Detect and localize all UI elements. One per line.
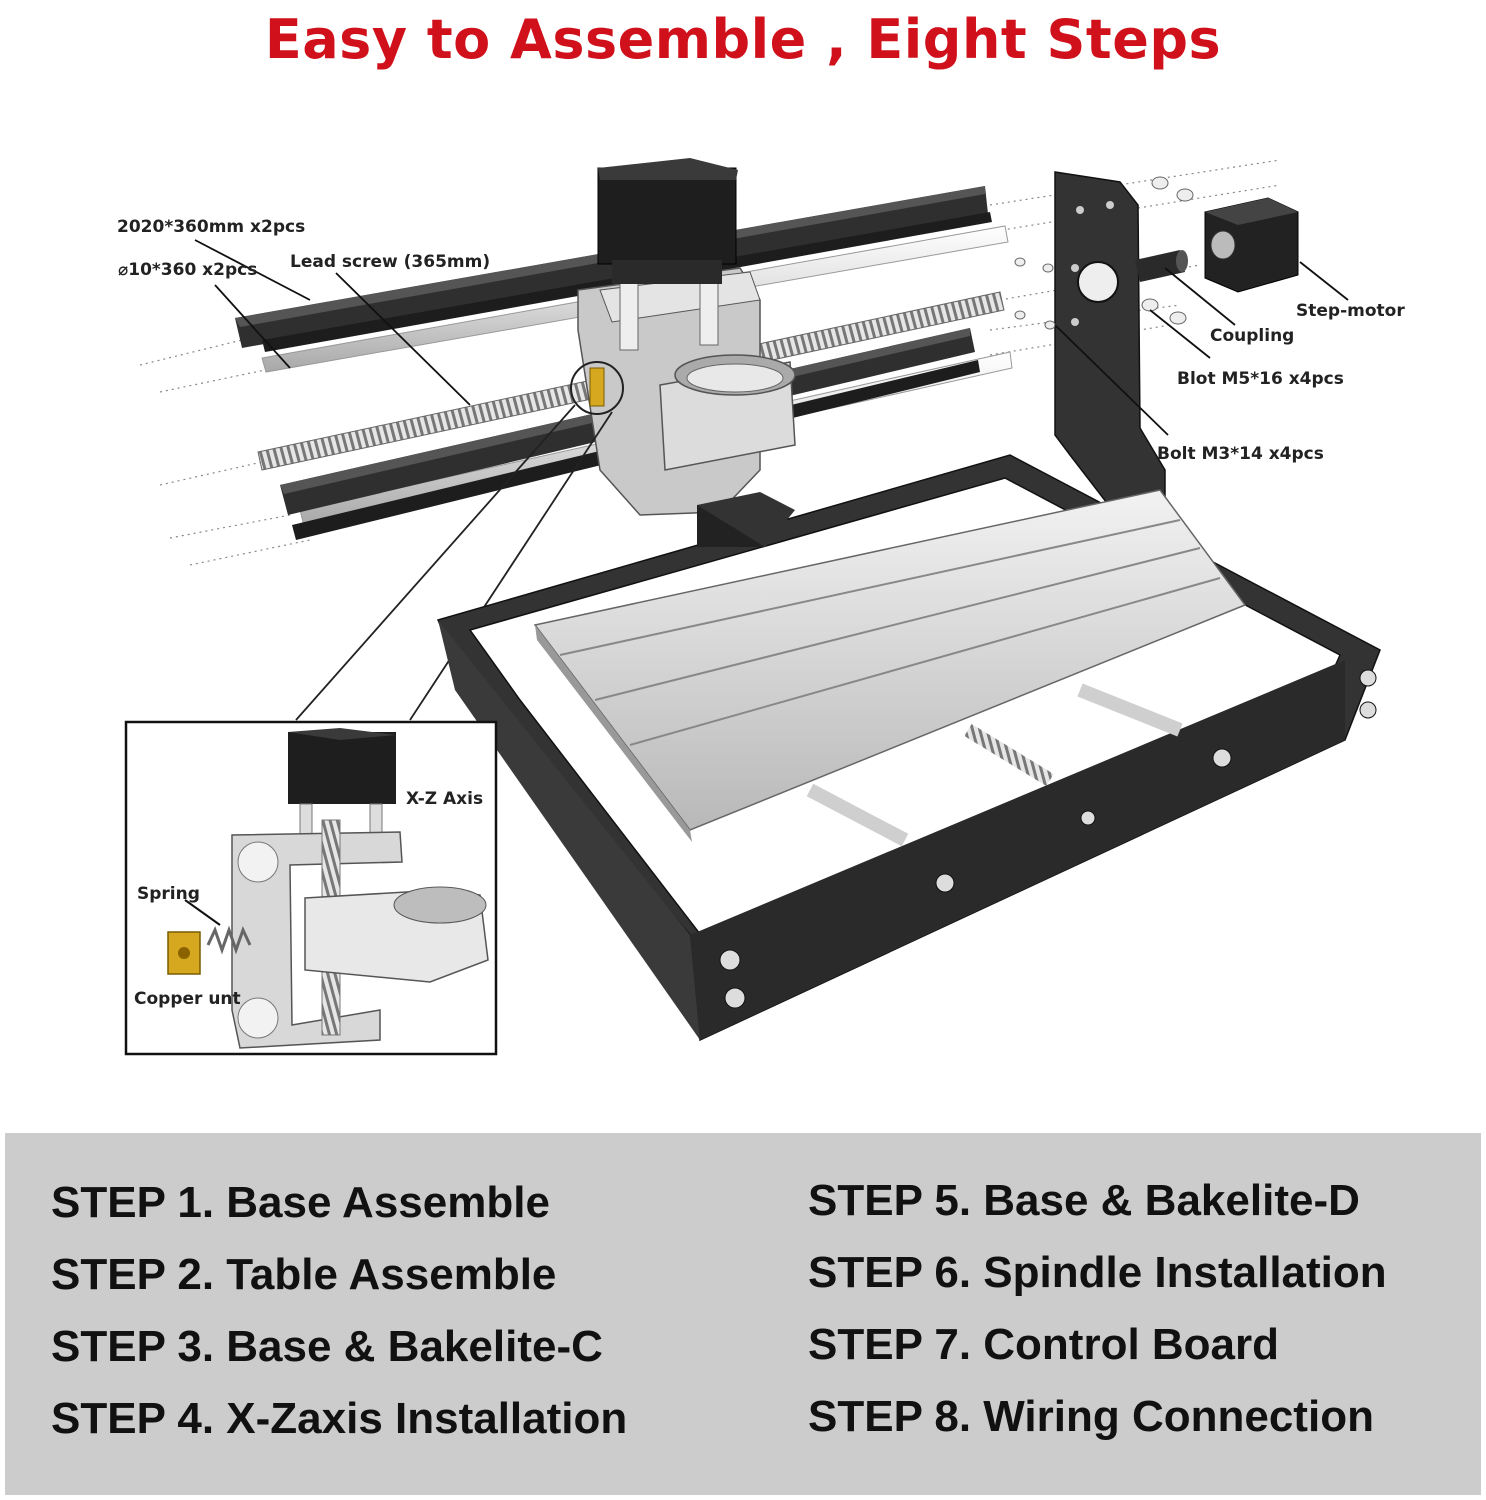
- xz-carriage: [577, 158, 796, 516]
- leader-lines: [194, 239, 1349, 436]
- bolts: [1014, 176, 1194, 330]
- step-motor-right: [1204, 197, 1299, 293]
- label-lead-screw: Lead screw (365mm): [290, 252, 490, 272]
- step-item: STEP 7. Control Board: [808, 1320, 1280, 1369]
- label-bolt-m5: Blot M5*16 x4pcs: [1177, 369, 1344, 389]
- step-item: STEP 5. Base & Bakelite-D: [808, 1176, 1360, 1225]
- t-slot-table: [533, 489, 1247, 842]
- step-item: STEP 3. Base & Bakelite-C: [51, 1322, 603, 1371]
- label-rod: ⌀10*360 x2pcs: [118, 260, 257, 280]
- coupling: [1135, 250, 1188, 282]
- step-item: STEP 8. Wiring Connection: [808, 1392, 1374, 1441]
- page-title: Easy to Assemble , Eight Steps: [264, 8, 1222, 71]
- label-xz-axis: X-Z Axis: [406, 789, 483, 809]
- step-item: STEP 2. Table Assemble: [51, 1250, 557, 1299]
- label-bolt-m3: Bolt M3*14 x4pcs: [1157, 444, 1324, 464]
- cnc-exploded-diagram: 2020*360mm x2pcs ⌀10*360 x2pcs Lead scre…: [117, 158, 1405, 1056]
- label-copper-nut: Copper unt: [134, 989, 241, 1009]
- label-extrusion: 2020*360mm x2pcs: [117, 217, 305, 237]
- label-spring: Spring: [137, 884, 200, 904]
- y-end-plate: [1054, 171, 1166, 531]
- base-frame: [436, 454, 1381, 1042]
- label-coupling: Coupling: [1210, 326, 1294, 346]
- zoom-circle: [570, 361, 624, 415]
- steps-panel: STEP 1. Base Assemble STEP 2. Table Asse…: [5, 1133, 1481, 1495]
- step-item: STEP 4. X-Zaxis Installation: [51, 1394, 628, 1443]
- inset-detail: X-Z Axis Spring Copper unt: [124, 720, 498, 1056]
- label-step-motor: Step-motor: [1296, 301, 1405, 321]
- step-item: STEP 6. Spindle Installation: [808, 1248, 1387, 1297]
- step-item: STEP 1. Base Assemble: [51, 1178, 550, 1227]
